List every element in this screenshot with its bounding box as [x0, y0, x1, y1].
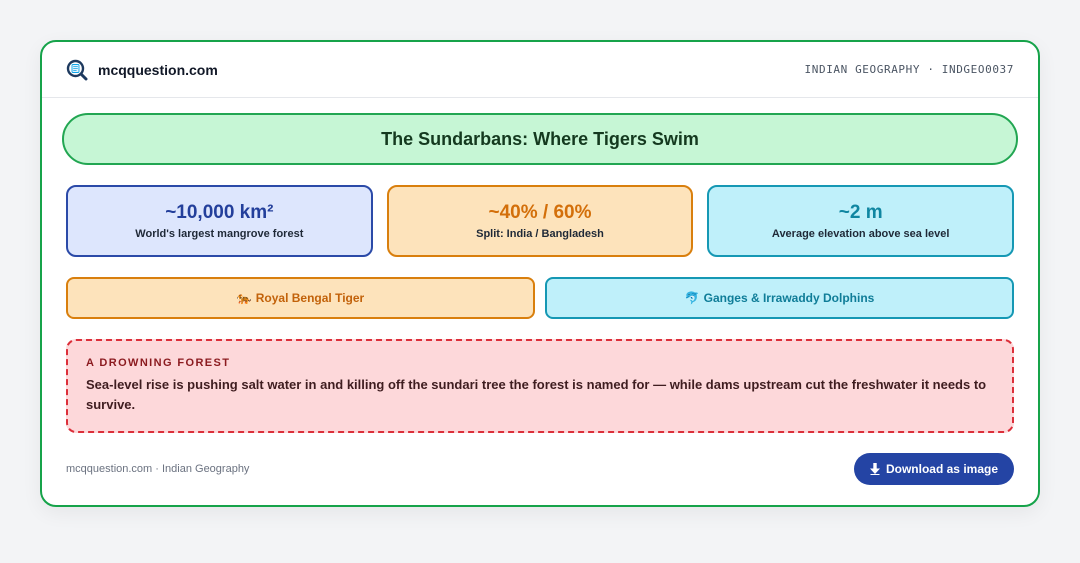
- stat-label: Average elevation above sea level: [771, 228, 950, 240]
- species-label: Ganges & Irrawaddy Dolphins: [703, 291, 875, 305]
- warning-heading: A DROWNING FOREST: [86, 357, 231, 369]
- stat-value: ~40% / 60%: [488, 202, 592, 223]
- stat-label: World's largest mangrove forest: [135, 228, 304, 240]
- species-row: 🐅 Royal Bengal Tiger 🐬 Ganges & Irrawadd…: [66, 277, 1014, 319]
- tiger-icon: 🐅: [236, 291, 252, 305]
- category-code: INDIAN GEOGRAPHY · INDGEO0037: [804, 63, 1014, 76]
- warning-callout: A DROWNING FOREST Sea-level rise is push…: [66, 339, 1014, 433]
- stat-card-area: ~10,000 km² World's largest mangrove for…: [66, 185, 373, 257]
- card: mcqquestion.com INDIAN GEOGRAPHY · INDGE…: [40, 40, 1040, 507]
- footer: mcqquestion.com · Indian Geography Downl…: [66, 453, 1014, 485]
- download-button-label: Download as image: [885, 462, 998, 476]
- warning-text: Sea-level rise is pushing salt water in …: [86, 377, 987, 412]
- logo-icon: [66, 59, 88, 80]
- species-pill-dolphins: 🐬 Ganges & Irrawaddy Dolphins: [545, 277, 1014, 319]
- header: mcqquestion.com INDIAN GEOGRAPHY · INDGE…: [42, 42, 1038, 98]
- title-banner: The Sundarbans: Where Tigers Swim: [62, 113, 1018, 165]
- stat-card-elevation: ~2 m Average elevation above sea level: [707, 185, 1015, 257]
- footer-text: mcqquestion.com · Indian Geography: [66, 463, 250, 475]
- stat-label: Split: India / Bangladesh: [476, 228, 604, 240]
- download-button[interactable]: Download as image: [853, 453, 1014, 485]
- stats-row: ~10,000 km² World's largest mangrove for…: [66, 185, 1015, 257]
- brand-name: mcqquestion.com: [98, 61, 218, 78]
- stat-card-split: ~40% / 60% Split: India / Bangladesh: [386, 185, 694, 257]
- page-title: The Sundarbans: Where Tigers Swim: [381, 128, 699, 149]
- brand[interactable]: mcqquestion.com: [66, 59, 218, 81]
- species-pill-tiger: 🐅 Royal Bengal Tiger: [66, 277, 535, 319]
- dolphin-icon: 🐬: [684, 291, 700, 305]
- stat-value: ~2 m: [838, 202, 883, 223]
- species-label: Royal Bengal Tiger: [255, 291, 365, 305]
- stat-value: ~10,000 km²: [165, 202, 274, 223]
- download-arrow-icon: [869, 463, 880, 475]
